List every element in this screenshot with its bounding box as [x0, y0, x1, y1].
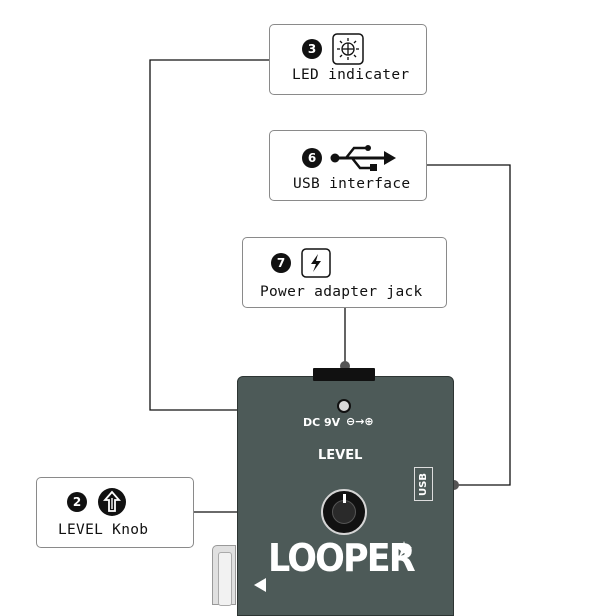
triangle-marker-icon: [254, 578, 266, 592]
callout-number: 7: [271, 253, 291, 273]
level-knob-cap: [332, 500, 356, 524]
level-knob: [321, 489, 367, 535]
callout-label: LED indicater: [292, 67, 410, 83]
level-label: LEVEL: [318, 448, 363, 463]
usb-tag-text: USB: [418, 472, 430, 496]
led-light-icon: [332, 33, 364, 65]
lightning-bolt-icon: [301, 248, 331, 278]
power-adapter-jack: [313, 368, 375, 381]
callout-label: USB interface: [293, 176, 411, 192]
callout-level-knob: 2 LEVEL Knob: [36, 477, 194, 548]
callout-usb-interface: 6 USB interface: [269, 130, 427, 201]
footswitch: [212, 545, 236, 606]
usb-connector: [426, 164, 511, 486]
callout-label: LEVEL Knob: [58, 522, 149, 538]
callout-number: 6: [302, 148, 322, 168]
level-knob-indicator: [343, 494, 346, 503]
star-icon: [396, 541, 412, 557]
callout-label: Power adapter jack: [260, 284, 423, 300]
led-connector: [149, 59, 337, 411]
usb-icon: [330, 145, 396, 171]
callout-power-adapter-jack: 7 Power adapter jack: [242, 237, 447, 308]
callout-number: 3: [302, 39, 322, 59]
callout-number: 2: [67, 492, 87, 512]
callout-led-indicator: 3 LED indicater: [269, 24, 427, 95]
led-indicator: [337, 399, 351, 413]
usb-port-label: USB: [414, 467, 433, 501]
brand-logo-text: LOOPER: [268, 536, 416, 580]
polarity-label: ⊖→⊕: [346, 415, 374, 428]
footswitch-pad: [218, 552, 232, 606]
dc-voltage-label: DC 9V: [303, 416, 341, 429]
knob-arrow-icon: [98, 488, 126, 516]
